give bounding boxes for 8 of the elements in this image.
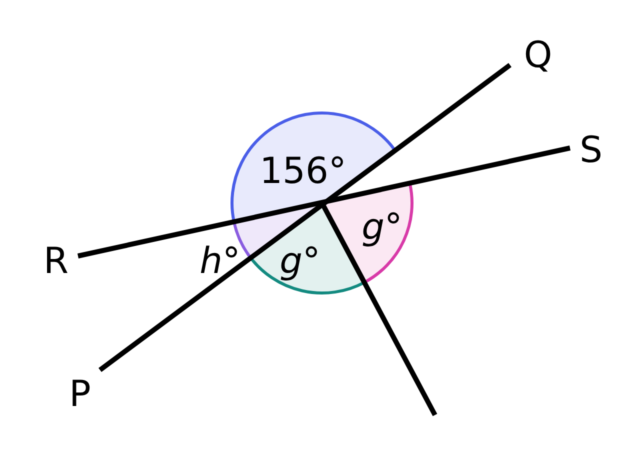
angle-label: 156° — [260, 154, 346, 190]
point-label: S — [580, 133, 602, 169]
angle-label: g° — [280, 244, 320, 280]
angle-label: h° — [200, 244, 240, 280]
point-label: Q — [524, 38, 552, 74]
point-label: R — [44, 244, 68, 280]
point-label: P — [69, 377, 91, 413]
angle-label: g° — [362, 210, 402, 246]
